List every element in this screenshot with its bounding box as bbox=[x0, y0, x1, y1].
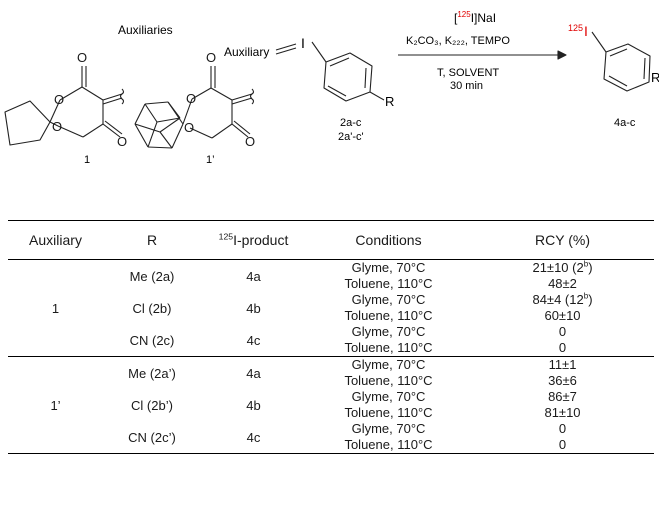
cell-condition: Toluene, 110°C bbox=[344, 340, 433, 355]
cell-condition: Toluene, 110°C bbox=[344, 276, 433, 291]
cell-rcy: 36±6 bbox=[548, 373, 577, 388]
product-structure bbox=[591, 31, 651, 92]
substrate-label-a: 2a-c bbox=[340, 117, 362, 129]
cell-rcy: 84±4 (12b) bbox=[532, 291, 593, 307]
cell-r: Cl (2b) bbox=[132, 300, 172, 316]
table-row: Toluene, 110°C 60±10 bbox=[8, 308, 654, 324]
cell-product: 4c bbox=[246, 332, 261, 348]
auxiliary-1-structure bbox=[4, 66, 125, 146]
header-r: R bbox=[146, 232, 158, 248]
cell-rcy: 0 bbox=[558, 340, 567, 355]
header-rcy: RCY (%) bbox=[535, 232, 590, 248]
cell-rcy: 48±2 bbox=[548, 276, 577, 291]
product-isotope: 125 bbox=[568, 23, 583, 33]
ring-oxygen: O bbox=[54, 92, 64, 107]
r-group: R bbox=[385, 94, 394, 109]
cell-product: 4b bbox=[246, 397, 261, 413]
cell-product: 4b bbox=[246, 300, 261, 316]
table-row: CN (2c) 4c Glyme, 70°C 0 bbox=[8, 324, 654, 348]
reaction-arrow bbox=[398, 50, 567, 60]
table-row: Toluene, 110°C 36±6 bbox=[8, 373, 654, 389]
table-row: Toluene, 110°C 0 bbox=[8, 340, 654, 357]
header-conditions: Conditions bbox=[355, 232, 422, 248]
cell-rcy: 11±1 bbox=[548, 357, 577, 372]
cell-r: Me (2a’) bbox=[128, 365, 176, 381]
carbonyl-oxygen: O bbox=[245, 134, 255, 149]
ring-oxygen: O bbox=[184, 120, 194, 135]
cell-rcy: 0 bbox=[558, 324, 567, 339]
auxiliary-1prime-structure bbox=[134, 66, 255, 149]
cell-condition: Glyme, 70°C bbox=[351, 260, 426, 275]
cell-condition: Glyme, 70°C bbox=[351, 292, 426, 307]
table-row: CN (2c’) 4c Glyme, 70°C 0 bbox=[8, 421, 654, 445]
reaction-scheme: O O O O O O O O Auxiliaries 1 1’ Auxilia… bbox=[4, 10, 659, 165]
reagent-sodium-iodide: [125I]NaI bbox=[454, 10, 496, 25]
table-row: Toluene, 110°C 48±2 bbox=[8, 276, 654, 292]
auxiliaries-label: Auxiliaries bbox=[118, 23, 173, 37]
condition-time: 30 min bbox=[450, 80, 483, 92]
header-product: 125I-product bbox=[218, 231, 289, 248]
auxiliary-1prime-label: 1’ bbox=[206, 154, 215, 165]
cell-condition: Glyme, 70°C bbox=[351, 324, 426, 339]
carbonyl-oxygen: O bbox=[206, 50, 216, 65]
product-label: 4a-c bbox=[614, 117, 636, 129]
cell-rcy: 0 bbox=[558, 437, 567, 452]
cell-product: 4a bbox=[246, 365, 261, 381]
substrate-label-b: 2a'-c' bbox=[338, 131, 364, 143]
product-r-group: R bbox=[651, 70, 659, 85]
cell-rcy: 0 bbox=[558, 421, 567, 436]
results-table: Auxiliary R 125I-product Conditions RCY … bbox=[8, 220, 654, 454]
table-row: Cl (2b) 4b Glyme, 70°C 84±4 (12b) bbox=[8, 291, 654, 316]
header-auxiliary: Auxiliary bbox=[29, 232, 82, 248]
cell-r: CN (2c’) bbox=[128, 429, 176, 445]
cell-condition: Toluene, 110°C bbox=[344, 308, 433, 323]
cell-condition: Glyme, 70°C bbox=[351, 421, 426, 436]
ring-oxygen: O bbox=[52, 119, 62, 134]
iodine-atom: I bbox=[301, 35, 305, 51]
cell-auxiliary: 1 bbox=[51, 300, 60, 316]
table-row: Toluene, 110°C 81±10 bbox=[8, 405, 654, 421]
ring-oxygen: O bbox=[186, 91, 196, 106]
cell-product: 4a bbox=[246, 268, 261, 284]
auxiliary-prefix: Auxiliary bbox=[224, 45, 269, 59]
cell-product: 4c bbox=[246, 429, 261, 445]
cell-rcy: 21±10 (2b) bbox=[532, 259, 593, 275]
cell-r: Me (2a) bbox=[129, 268, 175, 284]
condition-temp-solvent: T, SOLVENT bbox=[437, 67, 499, 79]
cell-r: Cl (2b’) bbox=[131, 397, 173, 413]
cell-rcy: 86±7 bbox=[548, 389, 577, 404]
carbonyl-oxygen: O bbox=[117, 134, 127, 149]
carbonyl-oxygen: O bbox=[77, 50, 87, 65]
cell-condition: Toluene, 110°C bbox=[344, 373, 433, 388]
cell-condition: Glyme, 70°C bbox=[351, 389, 426, 404]
cell-condition: Toluene, 110°C bbox=[344, 405, 433, 420]
reagent-base-catalyst: K₂CO₃, K₂₂₂, TEMPO bbox=[406, 35, 510, 47]
substrate-structure bbox=[275, 41, 385, 102]
cell-auxiliary: 1’ bbox=[50, 397, 61, 413]
cell-rcy: 81±10 bbox=[544, 405, 581, 420]
table-header-row: Auxiliary R 125I-product Conditions RCY … bbox=[8, 220, 654, 260]
cell-rcy: 60±10 bbox=[544, 308, 581, 323]
table-row: Cl (2b’) 4b Glyme, 70°C 86±7 bbox=[8, 389, 654, 413]
cell-r: CN (2c) bbox=[129, 332, 175, 348]
table-row: Toluene, 110°C 0 bbox=[8, 437, 654, 454]
product-iodine: I bbox=[584, 23, 588, 39]
cell-condition: Glyme, 70°C bbox=[351, 357, 426, 372]
cell-condition: Toluene, 110°C bbox=[344, 437, 433, 452]
auxiliary-1-label: 1 bbox=[84, 154, 90, 165]
